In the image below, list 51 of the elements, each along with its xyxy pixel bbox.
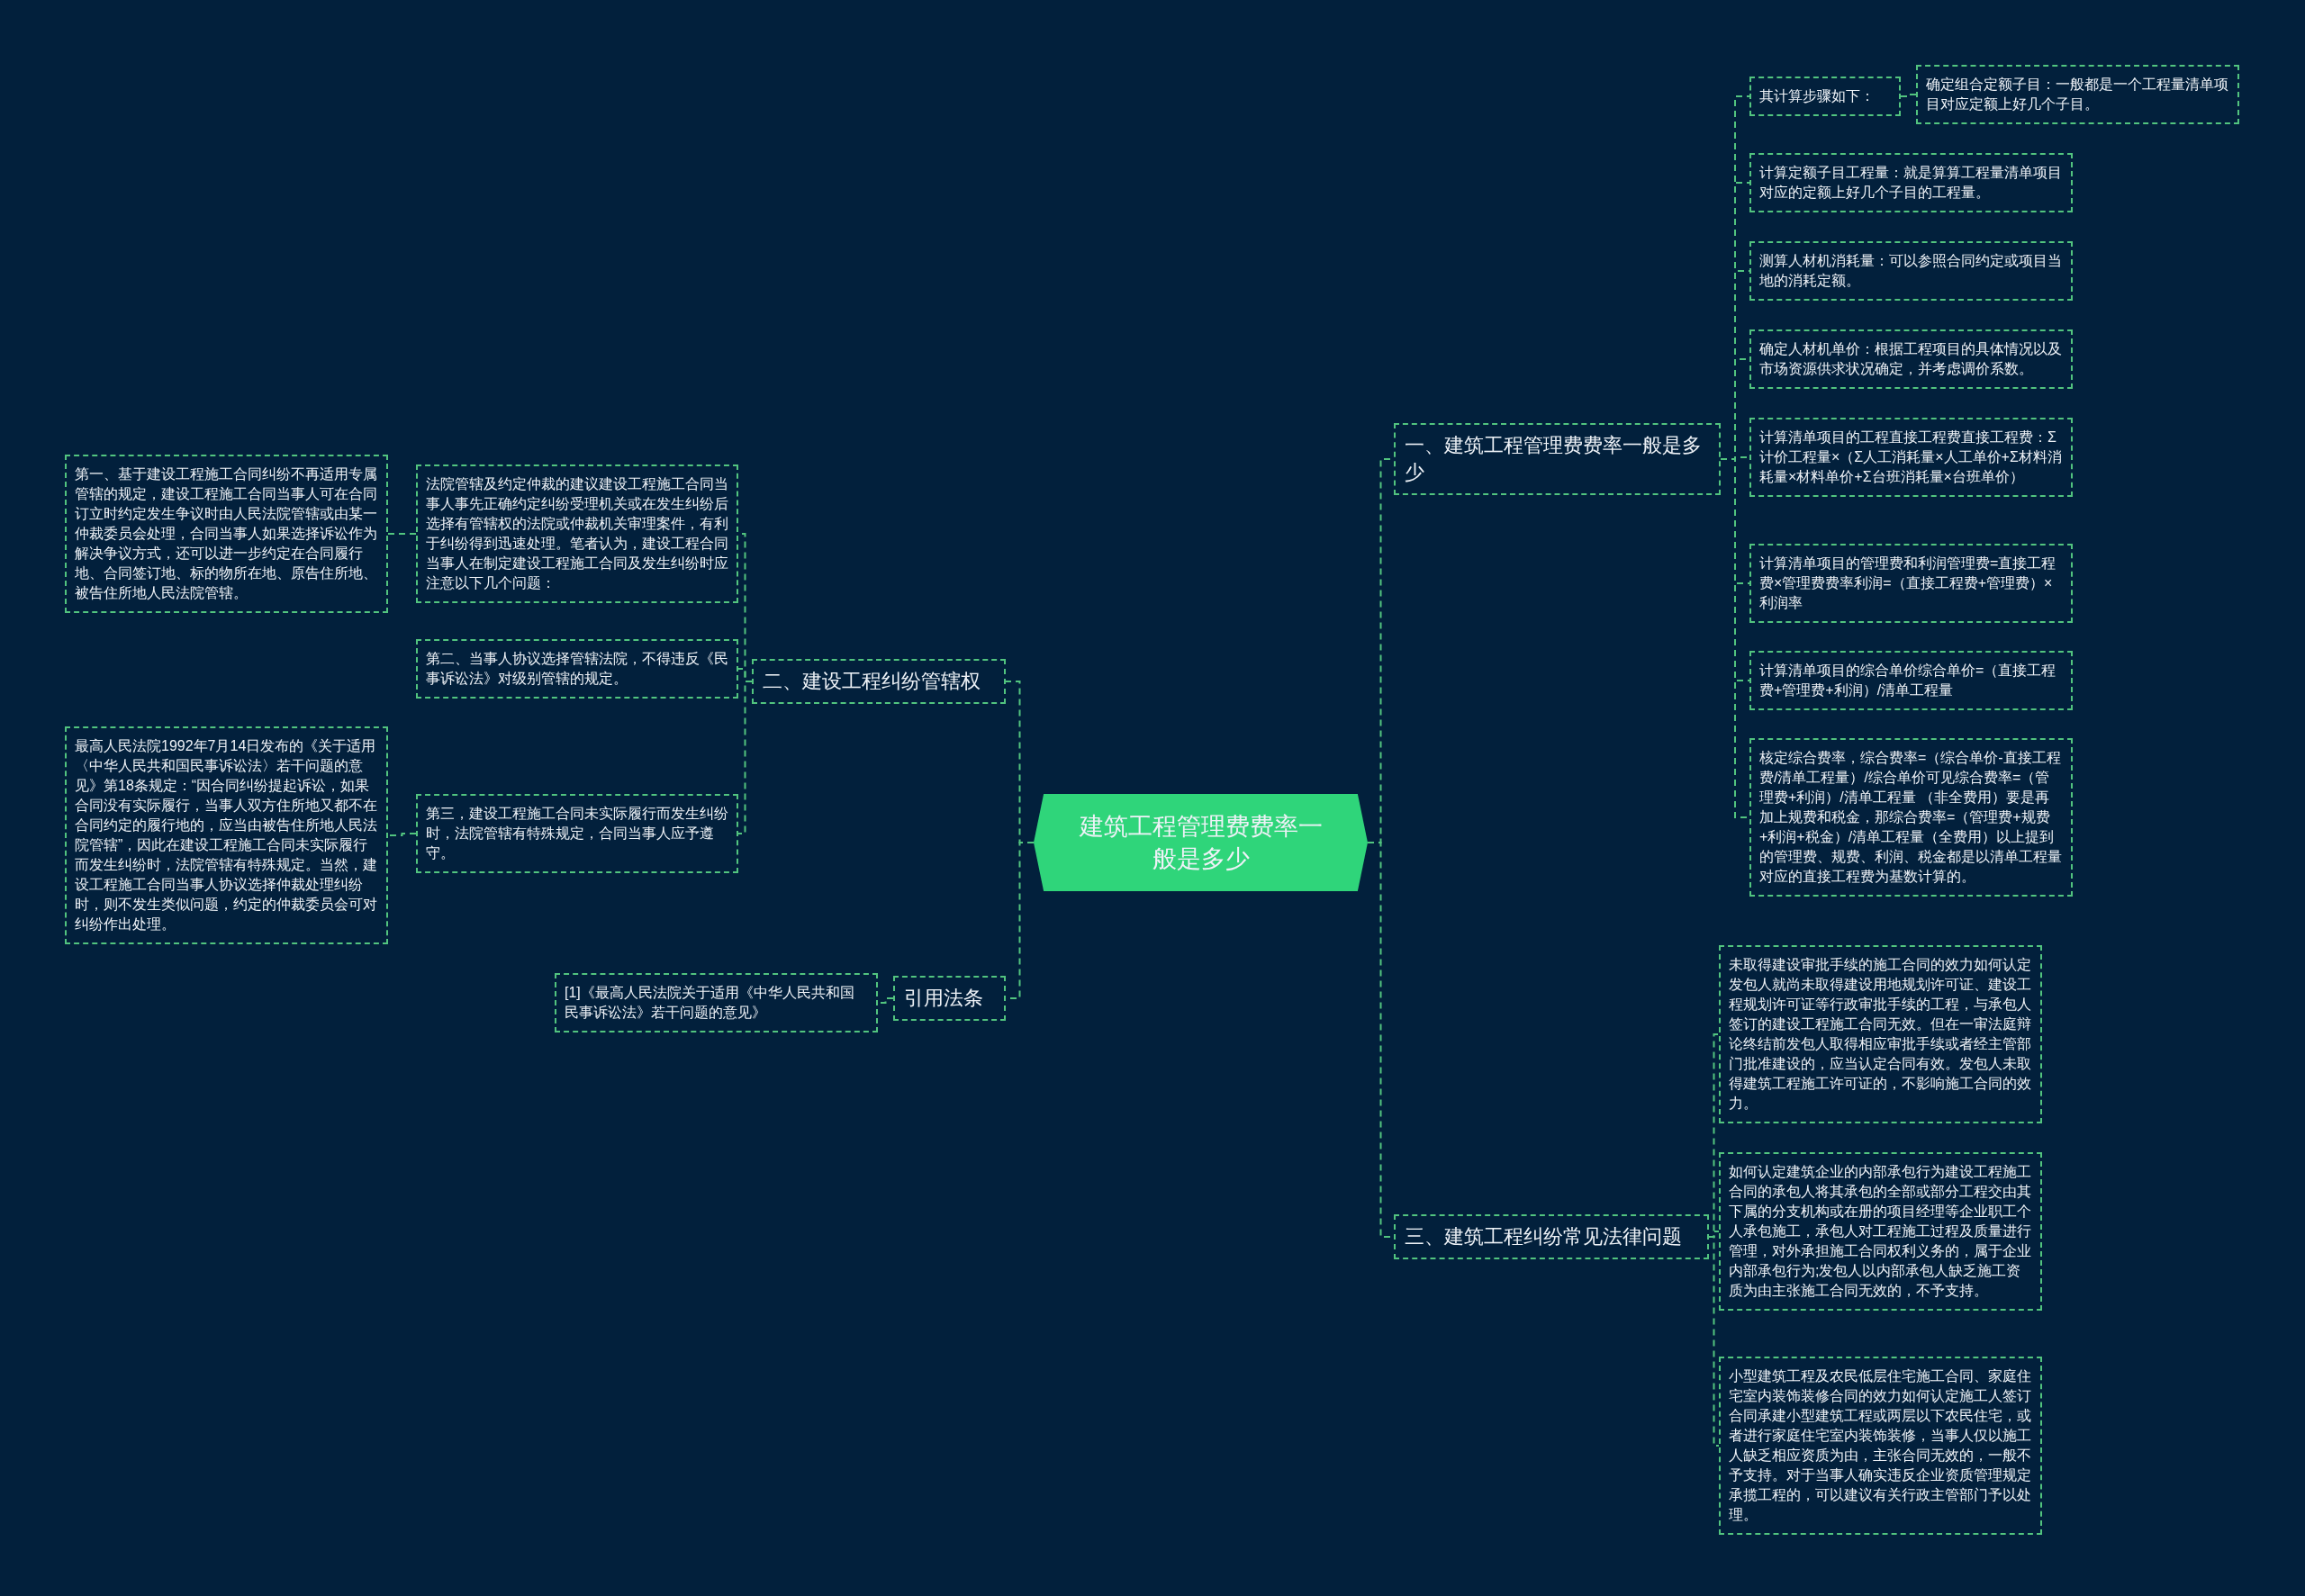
note-text: 第三，建设工程施工合同未实际履行而发生纠纷时，法院管辖有特殊规定，合同当事人应予遵守。 xyxy=(426,805,728,862)
connector-line xyxy=(1900,94,1917,97)
note-text: 测算人材机消耗量：可以参照合同约定或项目当地的消耗定额。 xyxy=(1759,252,2063,290)
connector-line xyxy=(387,833,417,836)
note-box xyxy=(416,639,738,699)
topic-label: 三、建筑工程纠纷常见法律问题 xyxy=(1405,1224,1683,1249)
branch-topic-box xyxy=(1394,1214,1709,1259)
note-text: 未取得建设审批手续的施工合同的效力如何认定发包人就尚未取得建设用地规划许可证、建设工程规划许可证等行政审批手续的工程，与承包人签订的建设工程施工合同无效。但在一审法庭辩论终结前发包人取得相应审批手续或者经主管部门批准建设的，应当认定合同有效。发包人未取得建筑工程施工许可证的，不影响施工合同的效力。 xyxy=(1729,956,2032,1113)
connector-line xyxy=(387,533,417,535)
branch-topic-box xyxy=(1394,423,1721,495)
note-text: 最高人民法院1992年7月14日发布的《关于适用〈中华人民共和国民事诉讼法〉若干问题的意见》第18条规定：“因合同纠纷提起诉讼，如果合同没有实际履行，当事人双方住所地又都不在合同约定的履行地的，应当由被告住所地人民法院管辖”，因此在建设工程施工合同未实际履行而发生纠纷时，法院管辖有特殊规定。当然，建设工程施工合同当事人协议选择仲裁处理纠纷时，则不发生类似问题，约定的仲裁委员会可对纠纷作出处理。 xyxy=(75,737,378,933)
topic-label: 建筑工程管理费费率一般是多少 xyxy=(1078,812,1324,874)
note-text: 法院管辖及约定仲裁的建议建设工程施工合同当事人事先正确约定纠纷受理机关或在发生纠纷后选择有管辖权的法院或仲裁机关审理案件，有利于纠纷得到迅速处理。笔者认为，建设工程合同当事人在制定建设工程施工合同及发生纠纷时应注意以下几个问题： xyxy=(426,475,728,592)
branch-topic-box xyxy=(752,659,1006,704)
topic-label: 二、建设工程纠纷管辖权 xyxy=(763,669,981,694)
central-topic-box xyxy=(1034,794,1368,891)
note-box xyxy=(1916,65,2239,124)
connector-line xyxy=(737,681,753,834)
note-box xyxy=(65,726,388,944)
note-box xyxy=(1719,1357,2042,1535)
note-text: 如何认定建筑企业的内部承包行为建设工程施工合同的承包人将其承包的全部或部分工程交由其下属的分支机构或在册的项目经理等企业职工个人承包施工，承包人对工程施工过程及质量进行管理，对外承担施工合同权利义务的，属于企业内部承包行为;发包人以内部承包人缺乏施工资质为由主张施工合同无效的，不予支持。 xyxy=(1729,1163,2032,1300)
note-box xyxy=(1749,329,2073,389)
topic-label: 一、建筑工程管理费费率一般是多少 xyxy=(1405,433,1703,485)
note-text: 其计算步骤如下： xyxy=(1759,87,1876,105)
topic-label: 引用法条 xyxy=(904,986,984,1011)
note-text: 核定综合费率，综合费率=（综合单价-直接工程费/清单工程量）/综合单价可见综合费率=（管理费+利润）/清单工程量 （非全费用）要是再加上规费和税金，那综合费率=（管理费+规费+利润+税金）/清单工程量（全费用）以上提到的管理费、规费、利润、税金都是以清单工程量对应的直接工程费为基数计算的。 xyxy=(1759,749,2063,886)
connector-line xyxy=(1708,1236,1720,1447)
note-box xyxy=(1719,1152,2042,1311)
note-text: 小型建筑工程及农民低层住宅施工合同、家庭住宅室内装饰装修合同的效力如何认定施工人签订合同承建小型建筑工程或两层以下农民住宅，或者进行家庭住宅室内装饰装修，当事人仅以施工人缺乏相应资质为由，主张合同无效的，一般不予支持。对于当事人确实违反企业资质管理规定承揽工程的，可以建议有关行政主管部门予以处理。 xyxy=(1729,1367,2032,1524)
note-box xyxy=(1749,738,2073,897)
note-text: 计算清单项目的工程直接工程费直接工程费：Σ计价工程量×（Σ人工消耗量×人工单价+Σ材料消耗量×材料单价+Σ台班消耗量×台班单价） xyxy=(1759,428,2063,486)
note-text: 计算定额子目工程量：就是算算工程量清单项目对应的定额上好几个子目的工程量。 xyxy=(1759,164,2063,202)
note-box xyxy=(555,973,878,1032)
note-box xyxy=(1749,153,2073,212)
note-box xyxy=(65,455,388,613)
note-box xyxy=(416,794,738,873)
note-box xyxy=(1749,241,2073,301)
branch-topic-box xyxy=(893,976,1006,1021)
note-box xyxy=(1719,945,2042,1123)
note-box xyxy=(1749,544,2073,623)
note-box xyxy=(1749,651,2073,710)
note-box xyxy=(1749,418,2073,497)
note-text: 第一、基于建设工程施工合同纠纷不再适用专属管辖的规定，建设工程施工合同当事人可在合同订立时约定发生争议时由人民法院管辖或由某一仲裁委员会处理，合同当事人如果选择诉讼作为解决争议方式，还可以进一步约定在合同履行地、合同签订地、标的物所在地、原告住所地、被告住所地人民法院管辖。 xyxy=(75,465,378,602)
note-text: 计算清单项目的综合单价综合单价=（直接工程费+管理费+利润）/清单工程量 xyxy=(1759,662,2057,699)
note-box xyxy=(416,464,738,603)
note-text: 计算清单项目的管理费和利润管理费=直接工程费×管理费费率利润=（直接工程费+管理费）×利润率 xyxy=(1759,555,2057,612)
note-text: [1]《最高人民法院关于适用《中华人民共和国民事诉讼法》若干问题的意见》 xyxy=(565,984,855,1022)
note-text: 第二、当事人协议选择管辖法院，不得违反《民事诉讼法》对级别管辖的规定。 xyxy=(426,650,728,688)
note-text: 确定组合定额子目：一般都是一个工程量清单项目对应定额上好几个子目。 xyxy=(1926,76,2229,113)
note-box xyxy=(1749,77,1901,116)
note-text: 确定人材机单价：根据工程项目的具体情况以及市场资源供求状况确定，并考虑调价系数。 xyxy=(1759,340,2063,378)
